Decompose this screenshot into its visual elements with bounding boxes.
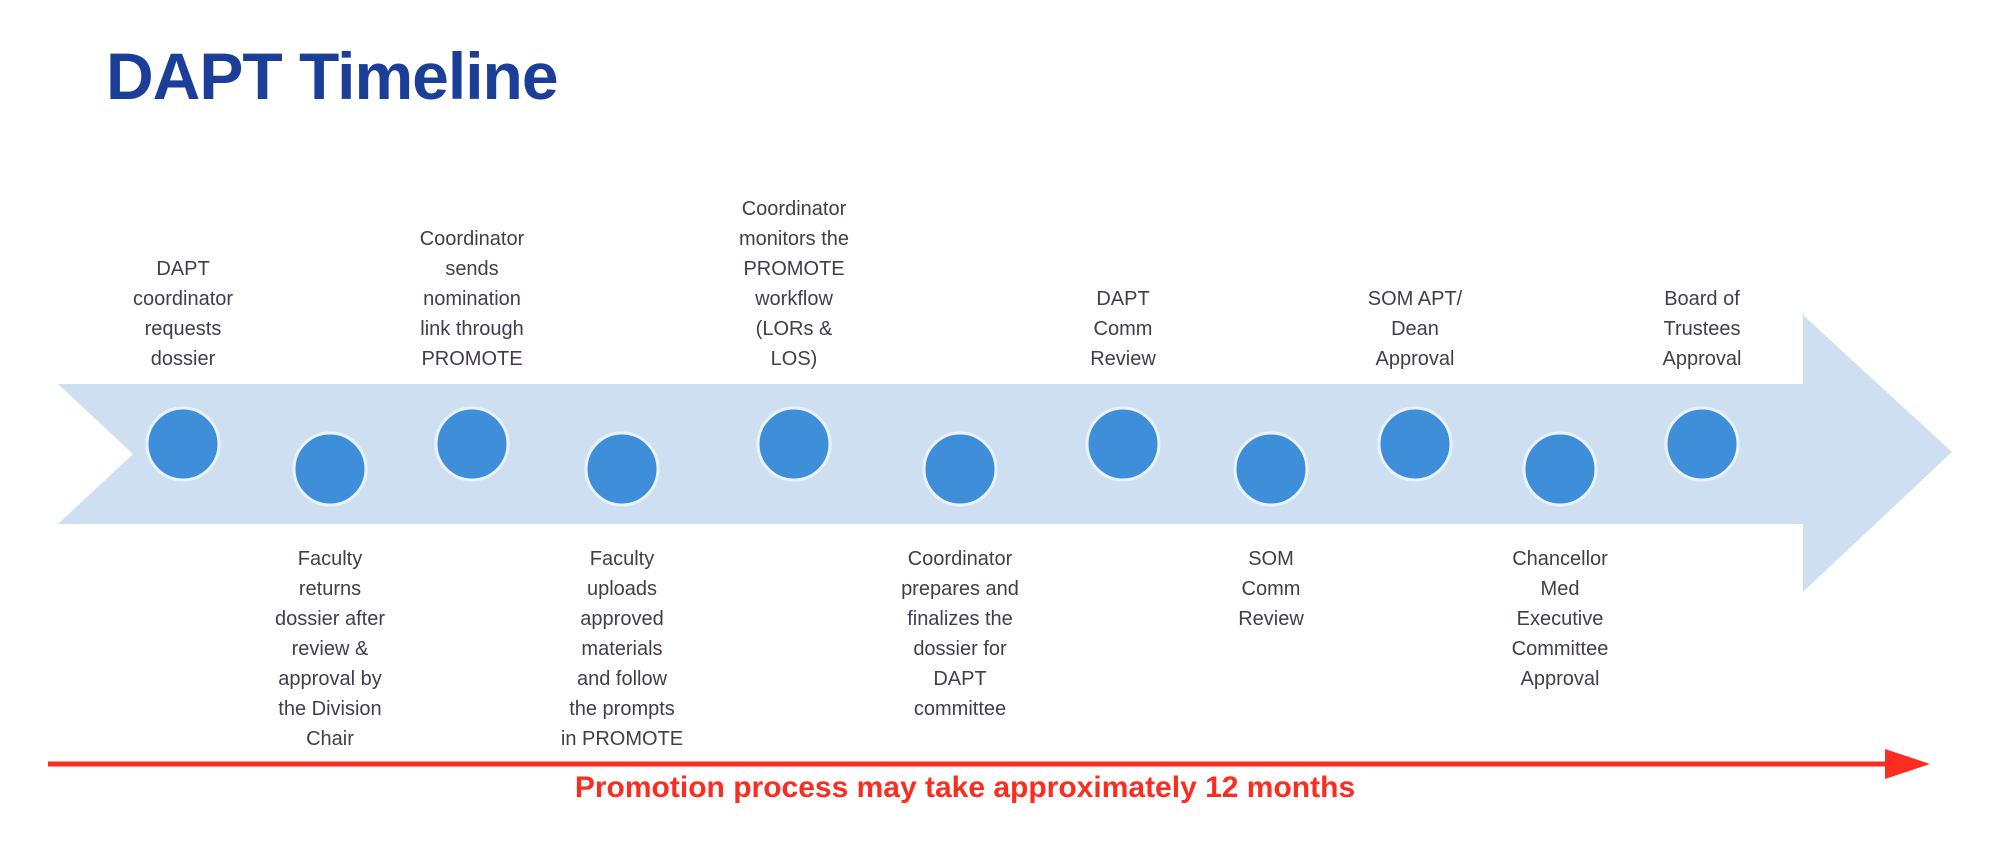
step-label-som-apt-dean-approval: SOM APT/ Dean Approval xyxy=(1367,288,1463,370)
milestone-dot-8 xyxy=(1233,431,1309,507)
step-label-board-of-trustees: Board of Trustees Approval xyxy=(1662,288,1742,370)
milestone-dot-9 xyxy=(1377,406,1453,482)
milestone-dot-7 xyxy=(1085,406,1161,482)
milestone-dot-2 xyxy=(292,431,368,507)
step-label-coordinator-prepares: Coordinator prepares and finalizes the d… xyxy=(901,548,1019,720)
milestone-dot-1 xyxy=(145,406,221,482)
page-title: DAPT Timeline xyxy=(106,39,559,113)
milestone-dot-5 xyxy=(756,406,832,482)
timeline-arrow-band xyxy=(58,315,1952,592)
milestone-dot-6 xyxy=(922,431,998,507)
step-label-chancellor-committee: Chancellor Med Executive Committee Appro… xyxy=(1511,548,1609,690)
step-label-coordinator-monitors: Coordinator monitors the PROMOTE workflo… xyxy=(738,198,850,370)
step-label-dapt-comm-review: DAPT Comm Review xyxy=(1090,288,1156,370)
step-label-faculty-returns-dossier: Faculty returns dossier after review & a… xyxy=(274,548,386,750)
duration-note: Promotion process may take approximately… xyxy=(574,771,1356,804)
milestone-dot-11 xyxy=(1664,406,1740,482)
milestone-dot-4 xyxy=(584,431,660,507)
milestone-dot-10 xyxy=(1522,431,1598,507)
step-label-coordinator-sends-link: Coordinator sends nomination link throug… xyxy=(419,228,525,370)
duration-arrowhead-icon xyxy=(1885,749,1930,779)
milestone-dot-3 xyxy=(434,406,510,482)
step-label-faculty-uploads-materials: Faculty uploads approved materials and f… xyxy=(560,548,684,750)
step-label-som-comm-review: SOM Comm Review xyxy=(1238,548,1304,630)
step-label-dapt-coordinator-requests: DAPT coordinator requests dossier xyxy=(132,258,234,370)
